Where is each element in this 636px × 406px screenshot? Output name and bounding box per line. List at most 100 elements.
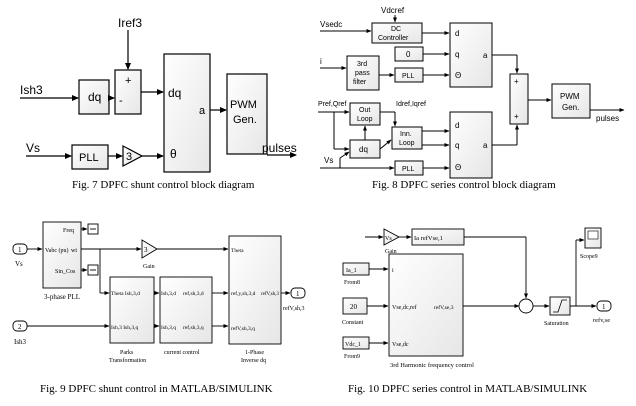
fig8-pwm-label: PWM xyxy=(560,92,580,101)
fig9-inverse-dq-block xyxy=(228,235,282,345)
fig8-pll-top-label: PLL xyxy=(402,73,415,80)
fig9-pll-name: 3-phase PLL xyxy=(44,293,80,301)
fig8-vsedc-label: Vsedc xyxy=(320,20,342,29)
fig10-caption: Fig. 10 DPFC series control in MATLAB/SI… xyxy=(348,383,587,395)
fig8-filter-pass: pass xyxy=(355,70,370,77)
fig10-const-name: Constant xyxy=(342,320,364,326)
fig8-q2: q xyxy=(455,141,459,150)
fig10-ia-label: Ia refVse,1 xyxy=(414,235,443,242)
fig8-filter-3rd: 3rd xyxy=(357,61,367,68)
fig7-theta-label: θ xyxy=(170,147,177,161)
fig8-innloop-block xyxy=(391,126,423,150)
fig10-vse-dc: Vse,dc xyxy=(392,342,409,348)
fig10-refv-port: refV,se,3 xyxy=(434,304,454,311)
fig7-pwm-label: PWM xyxy=(230,99,257,111)
fig9-inv-name2: Inverse dq xyxy=(241,358,266,364)
fig10-ia1-label: Ia_1 xyxy=(346,268,357,274)
fig10-saturation-name: Saturation xyxy=(544,321,569,327)
fig7-a-label: a xyxy=(199,105,206,117)
fig10-out-port xyxy=(596,300,612,312)
fig10-from9-label: From9 xyxy=(344,354,360,360)
fig10-gain-triangle xyxy=(383,228,400,246)
fig8-caption: Fig. 8 DPFC series control block diagram xyxy=(372,179,556,191)
fig8-a1: a xyxy=(483,51,488,60)
fig8-q1: q xyxy=(455,50,459,59)
fig9-gain-triangle xyxy=(141,239,158,259)
fig10-sum-circle xyxy=(518,298,534,314)
fig8-th1: Θ xyxy=(455,71,461,80)
fig7-shunt-control-diagram: Iref3 Ish3 dq + - dq θ a PWM Gen. pulses… xyxy=(20,16,297,191)
fig9-out-num: 1 xyxy=(296,290,300,298)
fig9-cc-name: current control xyxy=(164,350,200,356)
fig10-out-label: refv,se xyxy=(593,317,610,324)
fig9-inv-theta: Theta xyxy=(231,248,244,254)
fig7-sum-block xyxy=(114,69,142,115)
fig9-out-port xyxy=(290,287,306,299)
fig7-iref-label: Iref3 xyxy=(118,16,142,30)
fig7-vs-label: Vs xyxy=(26,141,40,155)
fig7-gain-triangle xyxy=(122,145,144,167)
fig8-controller-label: Controller xyxy=(378,35,409,42)
fig10-scope-name: Scope9 xyxy=(580,254,598,260)
fig9-parks-theta: Theta Ish,3,d xyxy=(111,291,140,297)
fig8-dc-label: DC xyxy=(391,26,401,33)
fig8-innloop-loop: Loop xyxy=(399,140,415,147)
fig9-simulink-shunt: 1 Vs Freq Vabc (pu) wt Sin_Cos 3-phase P… xyxy=(12,221,306,395)
fig9-caption: Fig. 9 DPFC shunt control in MATLAB/SIMU… xyxy=(40,383,273,395)
fig8-dq-to-abc-bot xyxy=(449,111,493,179)
fig9-parks-name1: Parks xyxy=(120,350,134,356)
fig7-pwm-block xyxy=(226,73,268,155)
fig8-sum-block xyxy=(509,73,529,125)
fig9-parks-name2: Transformation xyxy=(109,357,146,364)
fig7-pll-label: PLL xyxy=(79,152,99,164)
fig9-out-label: refV,sh,3 xyxy=(283,305,305,312)
fig8-d2: d xyxy=(455,121,459,130)
fig9-in-vs-label: Vs xyxy=(15,260,23,268)
fig9-in-ish-num: 2 xyxy=(18,323,22,331)
fig10-i-port: i xyxy=(392,268,394,274)
fig8-pulses-label: pulses xyxy=(596,114,619,123)
fig9-parks-ish: Ish,3 Ish,3,q xyxy=(111,325,138,331)
fig8-pll-bot-label: PLL xyxy=(402,166,415,173)
fig9-inv-out: refV,sh,3 xyxy=(261,292,279,297)
fig8-vs-label: Vs xyxy=(324,156,333,165)
fig8-innloop-inn: Inn. xyxy=(400,131,412,138)
fig7-ish-label: Ish3 xyxy=(20,83,43,97)
fig9-inv-name1: 1-Phase xyxy=(245,350,264,356)
fig9-gain-name: Gain xyxy=(143,264,155,270)
fig8-a2: a xyxy=(483,141,488,150)
fig10-from8-label: From8 xyxy=(344,280,360,286)
fig10-vs-input: Vs xyxy=(385,236,392,242)
fig9-pll-sincos: Sin_Cos xyxy=(55,269,76,275)
fig9-cc-q: Ish,3,q xyxy=(161,325,176,331)
fig10-vse-dc-ref: Vse,dc,ref xyxy=(392,304,417,311)
fig7-gen-label: Gen. xyxy=(233,114,257,126)
fig10-vdc1-label: Vdc_1 xyxy=(345,342,361,348)
fig10-harmonic-block xyxy=(388,253,464,357)
fig7-pulses-label: pulses xyxy=(262,141,297,155)
fig7-dq-label: dq xyxy=(88,90,101,104)
fig8-th2: Θ xyxy=(455,163,461,172)
fig10-const-val: 20 xyxy=(350,303,358,311)
fig7-pll-block xyxy=(71,144,109,170)
fig7-dq-to-abc-block xyxy=(163,53,211,173)
fig8-sum-plus2: + xyxy=(514,112,519,121)
fig7-gain-label: 3 xyxy=(126,151,132,163)
fig8-pref-label: Pref,Qref xyxy=(318,101,346,108)
fig9-in-ish-label: Ish3 xyxy=(14,338,27,346)
fig8-sum-plus1: + xyxy=(514,77,519,86)
fig9-pll-block xyxy=(42,221,82,289)
fig9-parks-block xyxy=(109,276,155,344)
fig8-gen-label: Gen. xyxy=(562,103,579,112)
fig9-cc-refd: ref,sh,3,d xyxy=(183,290,204,297)
fig9-in-vs-num: 1 xyxy=(18,246,22,254)
fig7-sum-plus: + xyxy=(125,75,131,87)
fig7-dq-right-label: dq xyxy=(168,86,181,100)
fig8-vdcref-label: Vdcref xyxy=(381,6,405,15)
fig9-pll-wt: wt xyxy=(71,248,77,254)
fig9-pll-vabc: Vabc (pu) xyxy=(45,247,69,254)
fig9-cc-d: Ish,3,d xyxy=(161,291,176,297)
fig8-outloop-loop: Loop xyxy=(357,116,373,123)
fig8-filter-filter: filter xyxy=(353,79,367,86)
